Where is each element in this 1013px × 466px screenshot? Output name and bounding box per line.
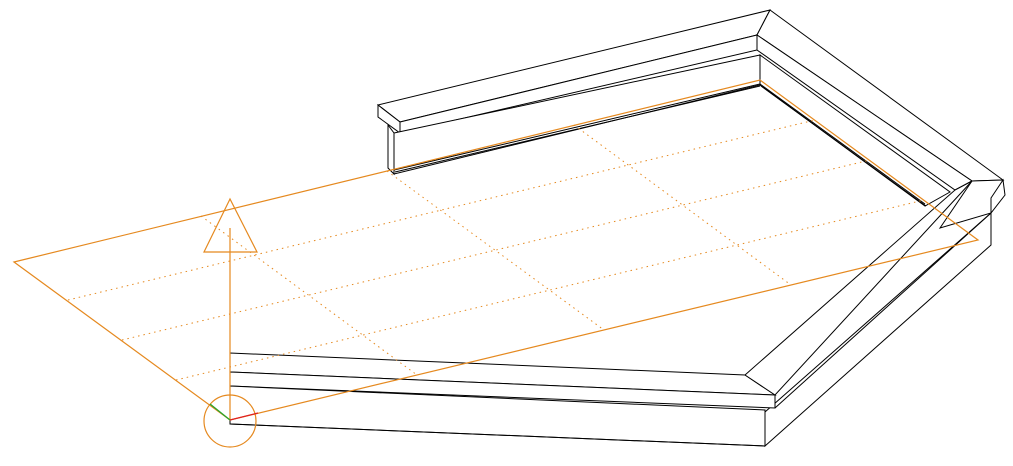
work-plane-grid-line xyxy=(386,170,605,331)
back-wall-right-cap-front xyxy=(756,34,973,191)
back-wall-right-base-edge xyxy=(759,83,926,205)
front-wall-diagonal-top xyxy=(744,180,973,396)
back-wall-right-inner-face xyxy=(759,54,951,207)
circle-origin-icon[interactable] xyxy=(203,394,257,448)
y-axis-icon xyxy=(209,403,231,421)
front-wall-diagonal-cap-edge xyxy=(774,212,992,409)
back-wall-left-base-edge xyxy=(393,83,761,171)
back-wall-right[interactable] xyxy=(756,9,1005,207)
back-wall-left-end xyxy=(387,123,395,176)
work-plane-grid-line xyxy=(573,124,792,286)
back-wall-right-base-edge-2 xyxy=(760,85,927,207)
work-plane-outline xyxy=(12,79,980,421)
work-plane[interactable] xyxy=(12,79,980,421)
work-plane-grid-line xyxy=(121,159,871,341)
front-wall[interactable] xyxy=(229,180,992,447)
front-wall-base-edge xyxy=(229,423,766,447)
back-wall-left[interactable] xyxy=(376,9,771,176)
right-corner-pier[interactable] xyxy=(764,178,1006,448)
back-wall-left-base-edge-2 xyxy=(394,85,761,173)
work-plane-grid-line xyxy=(200,215,418,376)
x-axis-icon xyxy=(229,412,259,421)
ucs-axis-gizmo[interactable] xyxy=(203,197,259,448)
triangle-arrow-icon[interactable] xyxy=(203,197,258,253)
